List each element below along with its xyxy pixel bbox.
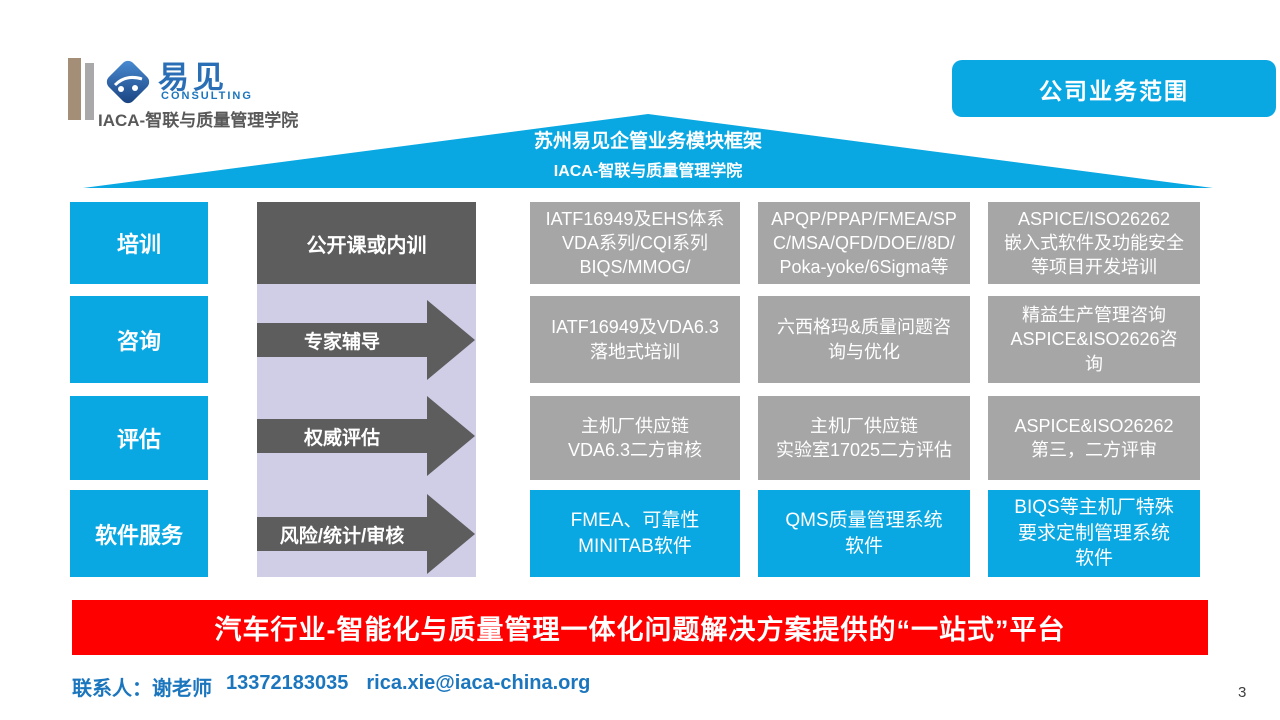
category-box-assessment: 评估 [70,396,208,480]
channel-arrow-software: 风险/统计/审核 [257,494,475,574]
content-box-consulting-2: 六西格玛&质量问题咨 询与优化 [758,296,970,383]
roof-subtitle: IACA-智联与质量管理学院 [553,163,743,180]
content-box-assessment-3: ASPICE&ISO26262 第三，二方评审 [988,396,1200,480]
content-box-consulting-1: IATF16949及VDA6.3 落地式培训 [530,296,740,383]
channel-arrow-label: 专家辅导 [257,323,427,357]
arrow-right-icon [427,494,475,574]
arrow-right-icon [427,300,475,380]
arrow-right-icon [427,396,475,476]
brand-accent-bar-gray [85,63,94,120]
content-box-training-3: ASPICE/ISO26262 嵌入式软件及功能安全 等项目开发培训 [988,202,1200,284]
content-box-assessment-1: 主机厂供应链 VDA6.3二方审核 [530,396,740,480]
channel-arrow-label: 风险/统计/审核 [257,517,427,551]
org-name: IACA-智联与质量管理学院 [98,111,299,130]
brand-subtitle: CONSULTING [161,90,253,102]
content-box-software-2: QMS质量管理系统 软件 [758,490,970,577]
category-box-software: 软件服务 [70,490,208,577]
roof-title: 苏州易见企管业务模块框架 [533,131,762,152]
content-box-consulting-3: 精益生产管理咨询 ASPICE&ISO2626咨 询 [988,296,1200,383]
car-diamond-logo-icon [102,56,154,113]
contact-phone: 13372183035 [226,672,349,694]
page-number: 3 [1238,684,1247,701]
content-box-software-1: FMEA、可靠性 MINITAB软件 [530,490,740,577]
content-box-software-3: BIQS等主机厂特殊 要求定制管理系统 软件 [988,490,1200,577]
channel-arrow-label: 权威评估 [257,419,427,453]
business-scope-badge: 公司业务范围 [952,60,1276,117]
category-box-training: 培训 [70,202,208,284]
content-box-training-2: APQP/PPAP/FMEA/SP C/MSA/QFD/DOE//8D/ Pok… [758,202,970,284]
contact-label: 联系人：谢老师 [72,678,212,700]
brand-accent-bar-brown [68,58,81,120]
content-box-training-1: IATF16949及EHS体系 VDA系列/CQI系列 BIQS/MMOG/ [530,202,740,284]
bottom-banner: 汽车行业-智能化与质量管理一体化问题解决方案提供的“一站式”平台 [72,600,1208,655]
category-box-consulting: 咨询 [70,296,208,383]
channel-arrow-assessment: 权威评估 [257,396,475,476]
channel-arrow-consulting: 专家辅导 [257,300,475,380]
channel-header-box: 公开课或内训 [257,202,476,284]
brand-name: 易见 [158,60,228,95]
contact-line: 联系人：谢老师 13372183035 rica.xie@iaca-china.… [72,672,590,701]
contact-email: rica.xie@iaca-china.org [366,672,591,694]
content-box-assessment-2: 主机厂供应链 实验室17025二方评估 [758,396,970,480]
